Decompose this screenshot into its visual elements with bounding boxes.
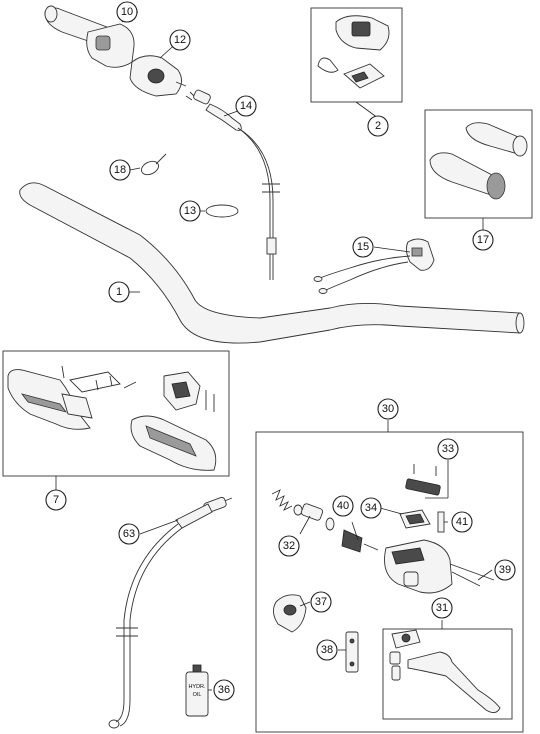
throttle-grip-assembly [44,5,135,68]
callout-40-label: 40 [337,500,349,512]
callout-32: 32 [278,535,300,557]
callout-17: 17 [472,229,494,251]
throttle-housing-cover [129,55,187,97]
callout-34-label: 34 [365,502,377,514]
callout-18: 18 [109,159,131,181]
hydraulic-oil-bottle: HYDR. OIL [185,664,209,717]
oil-bottle-label-line1: HYDR. [188,684,206,690]
callout-63: 63 [118,523,140,545]
callout-17-label: 17 [477,234,489,246]
callout-33-label: 33 [442,443,454,455]
callout-2-label: 2 [375,120,381,132]
cable-tie [141,153,167,176]
callout-13: 13 [179,200,201,222]
callout-31: 31 [431,597,453,619]
callout-41: 41 [451,511,473,533]
callout-38-label: 38 [321,644,333,656]
callout-15: 15 [352,236,374,258]
callout-7: 7 [45,489,67,511]
hand-guard-box [2,350,230,477]
callout-36: 36 [213,679,235,701]
callout-10: 10 [116,1,138,23]
callout-34: 34 [360,497,382,519]
oil-bottle-label-line2: OIL [193,692,202,698]
o-ring [205,204,239,218]
callout-39-label: 39 [499,564,511,576]
callout-41-label: 41 [456,516,468,528]
callout-31-label: 31 [436,602,448,614]
clutch-master-cylinder-box [255,431,524,733]
callout-14: 14 [235,95,257,117]
callout-14-label: 14 [240,100,252,112]
callout-13-label: 13 [184,205,196,217]
callout-7-label: 7 [53,494,59,506]
switch-detail-box [310,7,403,103]
callout-18-label: 18 [114,164,126,176]
callout-1-label: 1 [116,286,122,298]
callout-2: 2 [367,115,389,137]
throttle-cable [185,89,280,280]
handlebar [19,182,525,344]
callout-1: 1 [108,281,130,303]
callout-36-label: 36 [218,684,230,696]
clutch-hose [108,496,233,729]
callout-32-label: 32 [283,540,295,552]
callout-37: 37 [310,591,332,613]
callout-10-label: 10 [121,6,133,18]
callout-15-label: 15 [357,241,369,253]
grips-detail-box [424,109,533,219]
callout-37-label: 37 [315,596,327,608]
clutch-lever-box [382,628,513,720]
callout-33: 33 [437,438,459,460]
callout-30: 30 [377,398,399,420]
callout-39: 39 [494,559,516,581]
callout-38: 38 [316,639,338,661]
callout-40: 40 [332,495,354,517]
callout-63-label: 63 [123,528,135,540]
callout-30-label: 30 [382,403,394,415]
callout-12-label: 12 [174,34,186,46]
callout-12: 12 [169,29,191,51]
kill-switch [313,238,435,294]
